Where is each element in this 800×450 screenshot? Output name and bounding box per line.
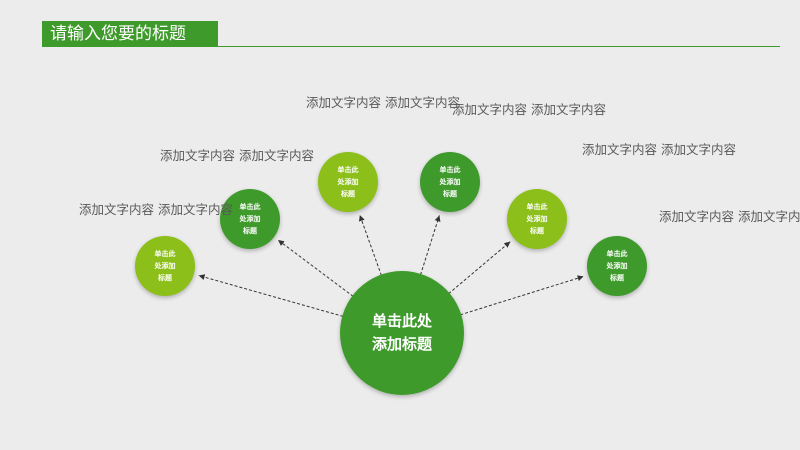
branch-text-3[interactable]: 添加文字内容 添加文字内容 <box>306 95 460 110</box>
branch-node-4[interactable]: 单击此 处添加 标题 <box>420 152 480 212</box>
branch-text-1[interactable]: 添加文字内容 添加文字内容 <box>79 202 233 217</box>
branch-node-label: 单击此 处添加 标题 <box>439 166 461 198</box>
branch-node-1[interactable]: 单击此 处添加 标题 <box>135 236 195 296</box>
connector-arrow-3 <box>358 214 384 281</box>
center-node[interactable]: 单击此处 添加标题 <box>340 271 464 395</box>
branch-text-6[interactable]: 添加文字内容 添加文字内容 <box>659 209 800 224</box>
branch-node-label: 单击此 处添加 标题 <box>239 203 261 235</box>
branch-node-label: 单击此 处添加 标题 <box>154 250 176 282</box>
branch-node-label: 单击此 处添加 标题 <box>337 166 359 198</box>
branch-node-5[interactable]: 单击此 处添加 标题 <box>507 189 567 249</box>
connector-arrow-6 <box>455 275 584 317</box>
connector-arrow-5 <box>444 241 511 298</box>
branch-node-label: 单击此 处添加 标题 <box>606 250 628 282</box>
center-node-label: 单击此处 添加标题 <box>371 312 432 353</box>
branch-node-label: 单击此 处添加 标题 <box>526 203 548 235</box>
connector-arrow-4 <box>418 215 441 280</box>
branch-text-2[interactable]: 添加文字内容 添加文字内容 <box>160 148 314 163</box>
connector-arrow-2 <box>277 239 358 300</box>
branch-text-5[interactable]: 添加文字内容 添加文字内容 <box>582 142 736 157</box>
branch-node-2[interactable]: 单击此 处添加 标题 <box>220 189 280 249</box>
title-underline <box>42 46 780 47</box>
connector-arrow-1 <box>198 274 349 319</box>
branch-node-3[interactable]: 单击此 处添加 标题 <box>318 152 378 212</box>
branch-node-6[interactable]: 单击此 处添加 标题 <box>587 236 647 296</box>
page-title: 请输入您要的标题 <box>42 21 218 47</box>
branch-text-4[interactable]: 添加文字内容 添加文字内容 <box>452 102 606 117</box>
